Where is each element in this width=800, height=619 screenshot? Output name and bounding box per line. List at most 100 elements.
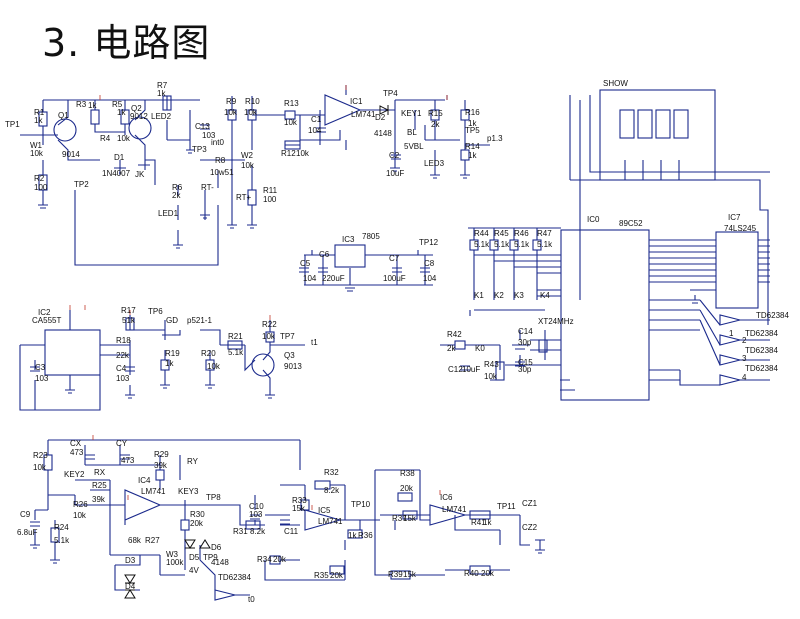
component-label: 9014 — [62, 150, 80, 159]
component-label: IC2 — [38, 308, 51, 317]
component-label: 20k — [273, 555, 287, 564]
component-label: R7 — [157, 81, 168, 90]
component-label: C10 — [249, 502, 264, 511]
component-label: 103 — [249, 510, 263, 519]
component-label: 2k — [447, 344, 456, 353]
component-label: R34 — [257, 555, 272, 564]
component-label: R2 — [34, 174, 45, 183]
component-label: 51k — [122, 316, 136, 325]
component-label: CX — [70, 439, 82, 448]
component-label: R1 — [34, 108, 45, 117]
component-label: IC3 — [342, 235, 355, 244]
component-label: C7 — [389, 254, 400, 263]
component-label: IC0 — [587, 215, 600, 224]
component-label: SHOW — [603, 79, 628, 88]
component-label: C3 — [35, 363, 46, 372]
component-label: K3 — [514, 291, 524, 300]
component-label: GD — [166, 316, 178, 325]
component-label: 10k — [30, 149, 44, 158]
component-label: 4 — [742, 373, 747, 382]
component-label: 10k — [244, 108, 258, 117]
component-label: p521-1 — [187, 316, 212, 325]
component-label: R30 — [190, 510, 205, 519]
component-label: TP1 — [5, 120, 20, 129]
component-label: 15k — [403, 570, 417, 579]
component-label: 20k — [330, 571, 344, 580]
component-label: 10k — [284, 118, 298, 127]
component-label: C12 — [448, 365, 463, 374]
component-label: 68k — [128, 536, 142, 545]
component-label: C4 — [116, 364, 127, 373]
component-label: TP7 — [280, 332, 295, 341]
component-label: 1k — [348, 531, 357, 540]
component-label: 2 — [742, 336, 747, 345]
component-label: 10k — [262, 332, 276, 341]
component-label: C1 — [311, 115, 322, 124]
component-label: D2 — [375, 113, 386, 122]
component-label: R35 — [314, 571, 329, 580]
component-label: 104 — [308, 126, 322, 135]
component-label: TP10 — [351, 500, 371, 509]
component-label: LED3 — [424, 159, 445, 168]
component-label: TP11 — [497, 502, 516, 511]
component-label: p1.3 — [487, 134, 503, 143]
component-label: 10k — [207, 362, 221, 371]
component-label: 4148 — [374, 129, 392, 138]
component-label: K0 — [475, 344, 485, 353]
component-label: TD62384 — [745, 364, 778, 373]
component-label: 10k — [296, 149, 310, 158]
component-label: 5.1k — [474, 240, 490, 249]
component-label: R17 — [121, 306, 136, 315]
component-label: R15 — [428, 109, 443, 118]
component-label: TD62384 — [745, 329, 778, 338]
component-label: TP2 — [74, 180, 89, 189]
component-label: TP8 — [206, 493, 221, 502]
component-label: R24 — [54, 523, 69, 532]
component-label: W1 — [30, 141, 43, 150]
component-label: 74LS245 — [724, 224, 757, 233]
component-label: R44 — [474, 229, 489, 238]
component-label: R25 — [92, 481, 107, 490]
component-label: JK — [135, 170, 145, 179]
component-label: R39 — [388, 570, 403, 579]
component-label: TD62384 — [745, 346, 778, 355]
component-label: C11 — [284, 527, 299, 536]
component-label: 10k — [73, 511, 87, 520]
component-label: R46 — [514, 229, 529, 238]
component-label: K4 — [540, 291, 550, 300]
component-label: R45 — [494, 229, 509, 238]
component-label: R13 — [284, 99, 299, 108]
component-label: TP9 — [203, 553, 218, 562]
component-label: RT+ — [236, 193, 252, 202]
component-label: 20k — [400, 484, 414, 493]
capacitors-and-diodes — [30, 105, 548, 599]
component-label: K2 — [494, 291, 504, 300]
power-markers — [69, 85, 448, 510]
component-label: 6.8uF — [17, 528, 38, 537]
component-label: 9012 — [130, 112, 148, 121]
component-label: 10k — [224, 108, 238, 117]
component-label: K1 — [474, 291, 484, 300]
component-label: C8 — [424, 259, 435, 268]
component-label: CZ1 — [522, 499, 538, 508]
component-label: 3 — [742, 354, 747, 363]
component-label: 10k — [484, 372, 498, 381]
component-label: 103 — [35, 374, 49, 383]
component-label: C15 — [518, 358, 533, 367]
component-label: 7805 — [362, 232, 380, 241]
component-label: IC5 — [318, 506, 331, 515]
component-label: R5 — [112, 100, 123, 109]
component-label: int0 — [211, 138, 224, 147]
component-label: 89C52 — [619, 219, 643, 228]
component-label: LM741 — [141, 487, 166, 496]
component-label: 2k — [172, 191, 181, 200]
component-label: R36 — [358, 531, 373, 540]
component-label: CZ2 — [522, 523, 538, 532]
component-label: 20k — [481, 569, 495, 578]
component-label: IC1 — [350, 97, 363, 106]
component-label: 10uF — [462, 365, 480, 374]
component-label: R9 — [226, 97, 237, 106]
wires — [19, 85, 770, 601]
component-label: R6 — [172, 183, 183, 192]
component-label: R40 — [464, 569, 479, 578]
